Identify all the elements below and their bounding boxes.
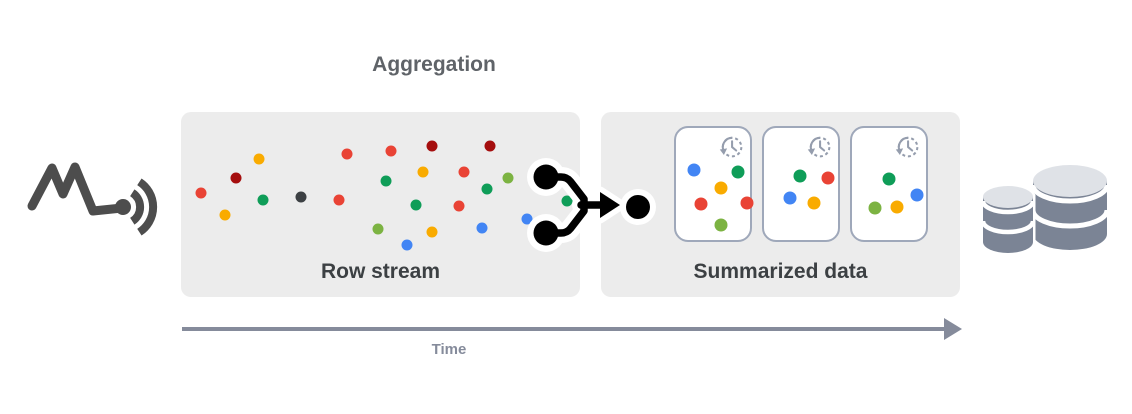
history-clock-icon [807, 136, 831, 158]
data-point-dot [714, 181, 728, 195]
data-point-dot [481, 183, 493, 195]
data-point-dot [253, 153, 265, 165]
summary-card [762, 126, 840, 242]
data-point-dot [807, 196, 821, 210]
data-point-dot [740, 196, 754, 210]
data-point-dot [502, 172, 514, 184]
data-point-dot [385, 145, 397, 157]
data-point-dot [484, 140, 496, 152]
data-point-dot [694, 197, 708, 211]
data-point-dot [426, 226, 438, 238]
history-clock-icon [895, 136, 919, 158]
data-point-dot [333, 194, 345, 206]
data-point-dot [793, 169, 807, 183]
merge-arrow-icon [527, 158, 656, 252]
data-point-dot [561, 195, 573, 207]
diagram-title: Aggregation [372, 53, 496, 76]
data-point-dot [821, 171, 835, 185]
summarized-data-box: Summarized data [601, 112, 960, 297]
data-point-dot [257, 194, 269, 206]
data-point-dot [230, 172, 242, 184]
database-icon [980, 165, 1110, 255]
data-point-dot [714, 218, 728, 232]
row-stream-label: Row stream [320, 260, 441, 283]
summary-card [850, 126, 928, 242]
data-point-dot [341, 148, 353, 160]
data-point-dot [731, 165, 745, 179]
data-point-dot [410, 199, 422, 211]
data-point-dot [521, 213, 533, 225]
signal-broadcast-icon [27, 162, 158, 236]
timeline-arrow [182, 327, 947, 331]
data-point-dot [426, 140, 438, 152]
data-point-dot [417, 166, 429, 178]
data-point-dot [372, 223, 384, 235]
data-point-dot [476, 222, 488, 234]
history-clock-icon [719, 136, 743, 158]
timeline-arrowhead-icon [944, 318, 962, 340]
data-point-dot [453, 200, 465, 212]
data-point-dot [882, 172, 896, 186]
data-point-dot [219, 209, 231, 221]
data-point-dot [890, 200, 904, 214]
data-point-dot [458, 166, 470, 178]
row-stream-box: Row stream [181, 112, 580, 297]
summary-card [674, 126, 754, 242]
data-point-dot [868, 201, 882, 215]
data-point-dot [783, 191, 797, 205]
summarized-data-label: Summarized data [693, 260, 868, 283]
data-point-dot [687, 163, 701, 177]
timeline-label: Time [431, 341, 467, 358]
data-point-dot [295, 191, 307, 203]
data-point-dot [401, 239, 413, 251]
data-point-dot [380, 175, 392, 187]
data-point-dot [195, 187, 207, 199]
data-point-dot [910, 188, 924, 202]
